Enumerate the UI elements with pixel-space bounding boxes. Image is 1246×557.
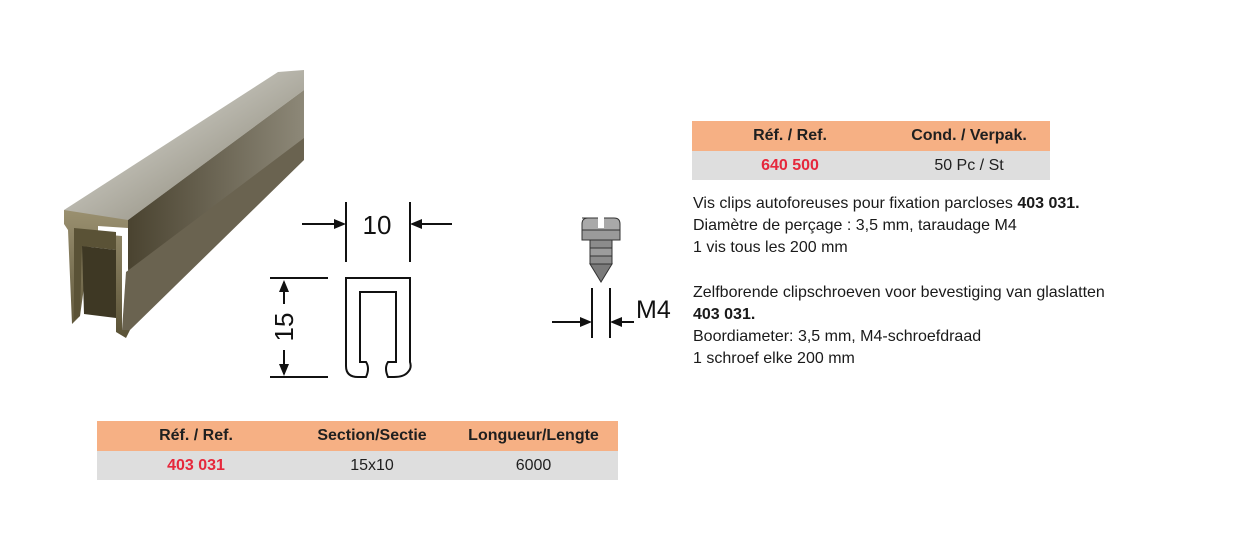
description-fr-ref: 403 031. bbox=[1017, 195, 1080, 212]
screw-spec-table: Réf. / Ref. Cond. / Verpak. 640 500 50 P… bbox=[692, 121, 1050, 180]
screw-header-packaging: Cond. / Verpak. bbox=[888, 121, 1050, 151]
description-nl: Zelfborende clipschroeven voor bevestigi… bbox=[693, 282, 1105, 370]
profile-table-header: Réf. / Ref. Section/Sectie Longueur/Leng… bbox=[97, 421, 618, 451]
profile-spec-table: Réf. / Ref. Section/Sectie Longueur/Leng… bbox=[97, 421, 618, 480]
screw-drawing: M4 bbox=[552, 214, 671, 338]
screw-packaging-value: 50 Pc / St bbox=[888, 151, 1050, 180]
screw-header-ref: Réf. / Ref. bbox=[692, 121, 888, 151]
description-fr: Vis clips autoforeuses pour fixation par… bbox=[693, 193, 1080, 259]
description-fr-line2: Diamètre de perçage : 3,5 mm, taraudage … bbox=[693, 217, 1017, 234]
thread-label: M4 bbox=[636, 296, 671, 324]
table-row: 403 031 15x10 6000 bbox=[97, 451, 618, 480]
description-nl-ref: 403 031. bbox=[693, 306, 756, 323]
screw-ref-value: 640 500 bbox=[692, 151, 888, 180]
profile-photo bbox=[64, 70, 304, 338]
profile-section-drawing: 10 15 bbox=[269, 202, 452, 378]
table-row: 640 500 50 Pc / St bbox=[692, 151, 1050, 180]
profile-section-value: 15x10 bbox=[295, 451, 449, 480]
height-label: 15 bbox=[269, 313, 299, 342]
profile-ref-value: 403 031 bbox=[97, 451, 295, 480]
profile-header-length: Longueur/Lengte bbox=[449, 421, 618, 451]
description-nl-line1: Zelfborende clipschroeven voor bevestigi… bbox=[693, 284, 1105, 301]
profile-length-value: 6000 bbox=[449, 451, 618, 480]
description-nl-line3: Boordiameter: 3,5 mm, M4-schroefdraad bbox=[693, 328, 982, 345]
description-fr-line1: Vis clips autoforeuses pour fixation par… bbox=[693, 195, 1080, 212]
u-profile-outline bbox=[345, 277, 412, 378]
description-fr-line3: 1 vis tous les 200 mm bbox=[693, 239, 848, 256]
screw-table-header: Réf. / Ref. Cond. / Verpak. bbox=[692, 121, 1050, 151]
profile-header-ref: Réf. / Ref. bbox=[97, 421, 295, 451]
profile-header-section: Section/Sectie bbox=[295, 421, 449, 451]
description-nl-line4: 1 schroef elke 200 mm bbox=[693, 350, 855, 367]
width-label: 10 bbox=[363, 210, 392, 240]
